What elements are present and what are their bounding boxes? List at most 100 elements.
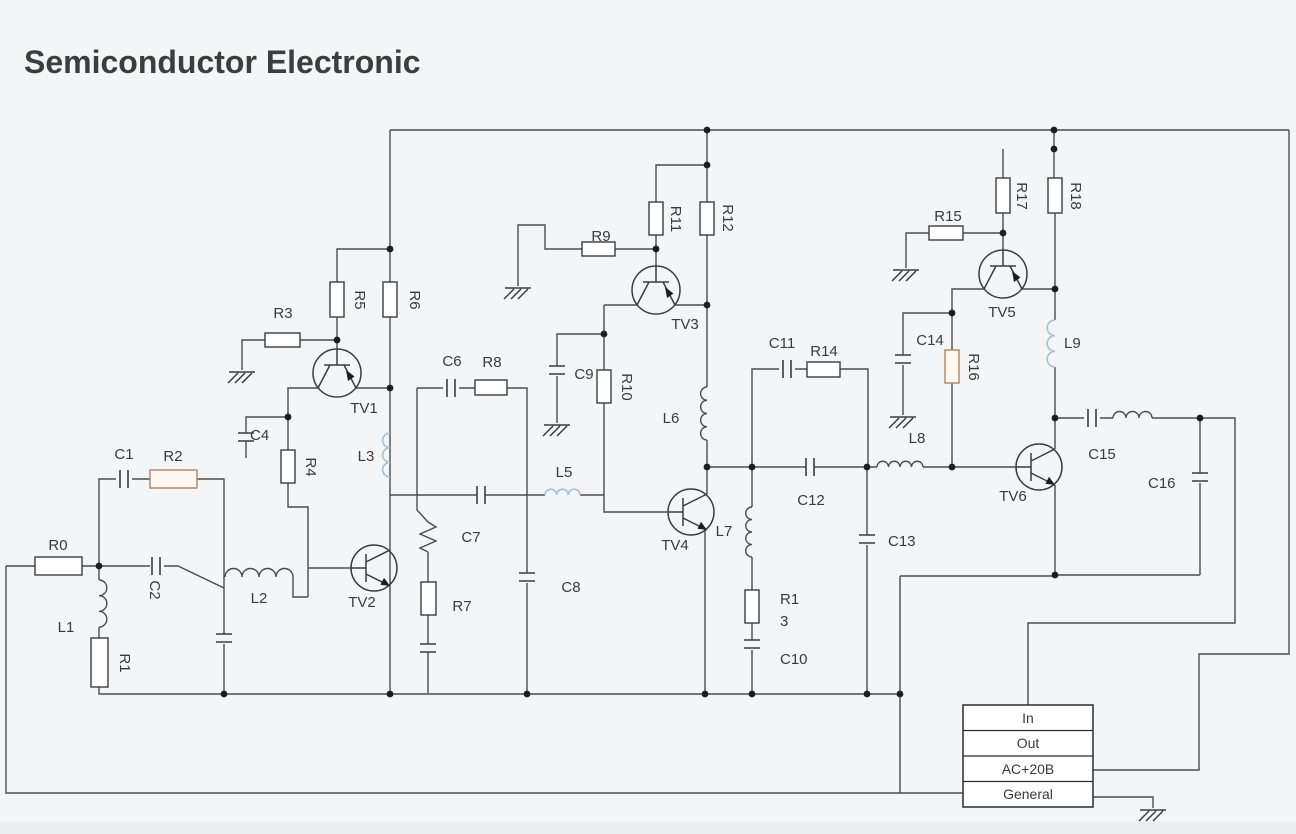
- resistor-R10[interactable]: [596, 369, 612, 404]
- label-R0: R0: [48, 537, 67, 554]
- capacitor-C11[interactable]: [782, 360, 792, 378]
- label-C12: C12: [797, 492, 825, 509]
- resistors: [34, 177, 1063, 688]
- capacitor-C14[interactable]: [895, 354, 911, 364]
- wires: [5, 129, 1290, 808]
- resistor-R3[interactable]: [264, 332, 301, 348]
- capacitor-C15[interactable]: [1087, 409, 1097, 427]
- inductor-L5[interactable]: [544, 488, 581, 496]
- ground-icon: [542, 424, 571, 437]
- resistor-R13[interactable]: [744, 589, 760, 624]
- inductor-L8[interactable]: [876, 460, 924, 468]
- label-C11: C11: [769, 335, 795, 352]
- label-C6: C6: [442, 353, 461, 370]
- capacitor-C13[interactable]: [859, 534, 875, 544]
- label-C15: C15: [1088, 446, 1116, 463]
- inductor-L1[interactable]: [98, 579, 108, 628]
- label-C7: C7: [461, 529, 480, 546]
- label-R12: R12: [719, 204, 736, 232]
- inductor-C15-coil[interactable]: [1112, 410, 1153, 419]
- transistor-TV6[interactable]: [1015, 443, 1063, 491]
- junction-dots: [95, 126, 1204, 698]
- inductor-L7[interactable]: [745, 506, 753, 558]
- label-R8: R8: [482, 354, 501, 371]
- transistor-TV1[interactable]: [312, 348, 362, 398]
- label-R17: R17: [1013, 182, 1030, 210]
- capacitor-C1[interactable]: [119, 470, 129, 488]
- label-L6: L6: [663, 410, 680, 427]
- wire: [336, 129, 1290, 771]
- resistor-R15[interactable]: [928, 225, 964, 241]
- label-TV5: TV5: [988, 304, 1016, 321]
- label-TV3: TV3: [671, 316, 699, 333]
- legend-box[interactable]: In Out AC+20B General: [962, 704, 1094, 808]
- inductor-L6[interactable]: [699, 386, 708, 441]
- resistor-R11[interactable]: [648, 201, 664, 236]
- capacitor-C12[interactable]: [805, 458, 815, 476]
- ground-icon: [888, 416, 917, 429]
- ground-icon: [1138, 809, 1167, 822]
- capacitor-C8[interactable]: [519, 572, 535, 582]
- label-TV6: TV6: [999, 488, 1027, 505]
- wire: [902, 130, 1056, 467]
- resistor-R14[interactable]: [806, 361, 841, 378]
- label-C16: C16: [1148, 475, 1176, 492]
- ground-icon: [891, 269, 920, 282]
- wire: [5, 478, 963, 794]
- label-L8: L8: [909, 430, 926, 447]
- label-TV1: TV1: [350, 400, 378, 417]
- capacitor-C2[interactable]: [151, 557, 161, 575]
- resistor-R18[interactable]: [1047, 177, 1063, 214]
- resistor-R9[interactable]: [581, 241, 616, 257]
- label-R5: R5: [351, 290, 368, 309]
- capacitor-mid[interactable]: [476, 486, 486, 504]
- capacitor-C9[interactable]: [549, 365, 565, 375]
- label-R18: R18: [1067, 182, 1084, 210]
- resistor-R16[interactable]: [944, 349, 960, 384]
- label-C14: C14: [916, 332, 944, 349]
- transistor-TV5[interactable]: [978, 249, 1028, 299]
- label-C9: C9: [574, 366, 593, 383]
- capacitor-C10[interactable]: [744, 639, 760, 649]
- wire: [418, 521, 438, 553]
- label-R2: R2: [163, 448, 182, 465]
- label-C13: C13: [888, 533, 916, 550]
- inductors: [98, 319, 1153, 628]
- resistor-R4[interactable]: [280, 449, 296, 484]
- label-L3: L3: [358, 448, 375, 465]
- resistor-R7[interactable]: [420, 581, 437, 616]
- resistor-R12[interactable]: [699, 201, 715, 236]
- label-TV2: TV2: [348, 594, 376, 611]
- resistor-R5[interactable]: [329, 281, 345, 318]
- label-R13-line2: 3: [780, 613, 788, 630]
- ground-icon: [227, 371, 256, 384]
- capacitor-C4[interactable]: [238, 432, 254, 442]
- inductor-L3[interactable]: [381, 432, 391, 478]
- capacitor-R7-bottom[interactable]: [420, 643, 436, 653]
- label-R13-line1: R1: [780, 591, 799, 608]
- label-L9: L9: [1064, 335, 1081, 352]
- label-C10: C10: [780, 651, 808, 668]
- resistor-R6[interactable]: [382, 281, 398, 318]
- label-R15: R15: [934, 208, 962, 225]
- legend-row-ac20b: AC+20B: [1002, 761, 1055, 777]
- capacitor-C3[interactable]: [216, 633, 232, 643]
- resistor-R8[interactable]: [474, 379, 508, 396]
- transistor-TV4[interactable]: [667, 488, 715, 536]
- resistor-R2[interactable]: [149, 469, 198, 489]
- capacitors: [119, 354, 1208, 653]
- capacitor-C6[interactable]: [446, 379, 456, 397]
- wire: [241, 317, 391, 693]
- label-R6: R6: [406, 290, 423, 309]
- label-C1: C1: [114, 446, 133, 463]
- legend-row-in: In: [1022, 710, 1034, 726]
- resistor-R0[interactable]: [34, 556, 83, 576]
- inductor-L2[interactable]: [224, 567, 294, 578]
- inductor-L9[interactable]: [1046, 319, 1056, 368]
- resistor-R1[interactable]: [90, 637, 109, 688]
- component-labels: R0 C1 R2 C2 L1 R1 L2 R3 C4 R4 R5 R6 TV1 …: [48, 182, 1175, 672]
- resistor-R17[interactable]: [995, 177, 1011, 214]
- transistor-TV3[interactable]: [631, 265, 681, 315]
- capacitor-C16[interactable]: [1192, 472, 1208, 482]
